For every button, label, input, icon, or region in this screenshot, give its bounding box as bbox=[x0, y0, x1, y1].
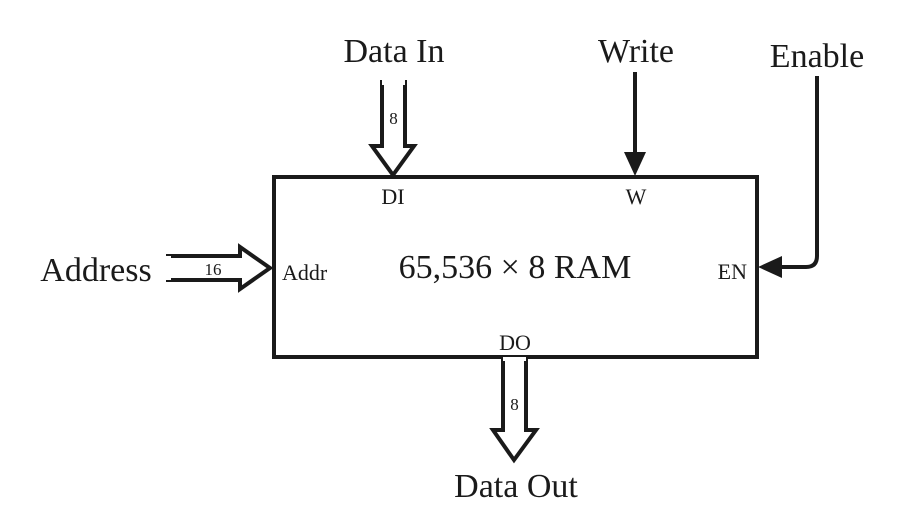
address-label: Address bbox=[40, 252, 151, 289]
enable-arrow bbox=[758, 76, 819, 278]
data-in-label: Data In bbox=[343, 33, 444, 70]
data-out-label: Data Out bbox=[454, 468, 578, 505]
port-w-label: W bbox=[626, 184, 647, 209]
address-bus-arrow bbox=[165, 243, 274, 293]
address-bus-width: 16 bbox=[205, 260, 222, 279]
data-out-bus-arrow bbox=[489, 357, 540, 464]
data-out-bus-width: 8 bbox=[510, 395, 519, 414]
port-addr-label: Addr bbox=[282, 260, 328, 285]
port-do-label: DO bbox=[499, 330, 531, 355]
write-label: Write bbox=[598, 33, 674, 70]
data-in-bus-width: 8 bbox=[389, 109, 398, 128]
enable-label: Enable bbox=[770, 38, 864, 75]
ram-title: 65,536 × 8 RAM bbox=[399, 249, 632, 286]
write-arrow bbox=[624, 72, 646, 176]
port-en-label: EN bbox=[718, 259, 747, 284]
data-in-bus-arrow bbox=[368, 79, 418, 179]
port-di-label: DI bbox=[381, 184, 404, 209]
